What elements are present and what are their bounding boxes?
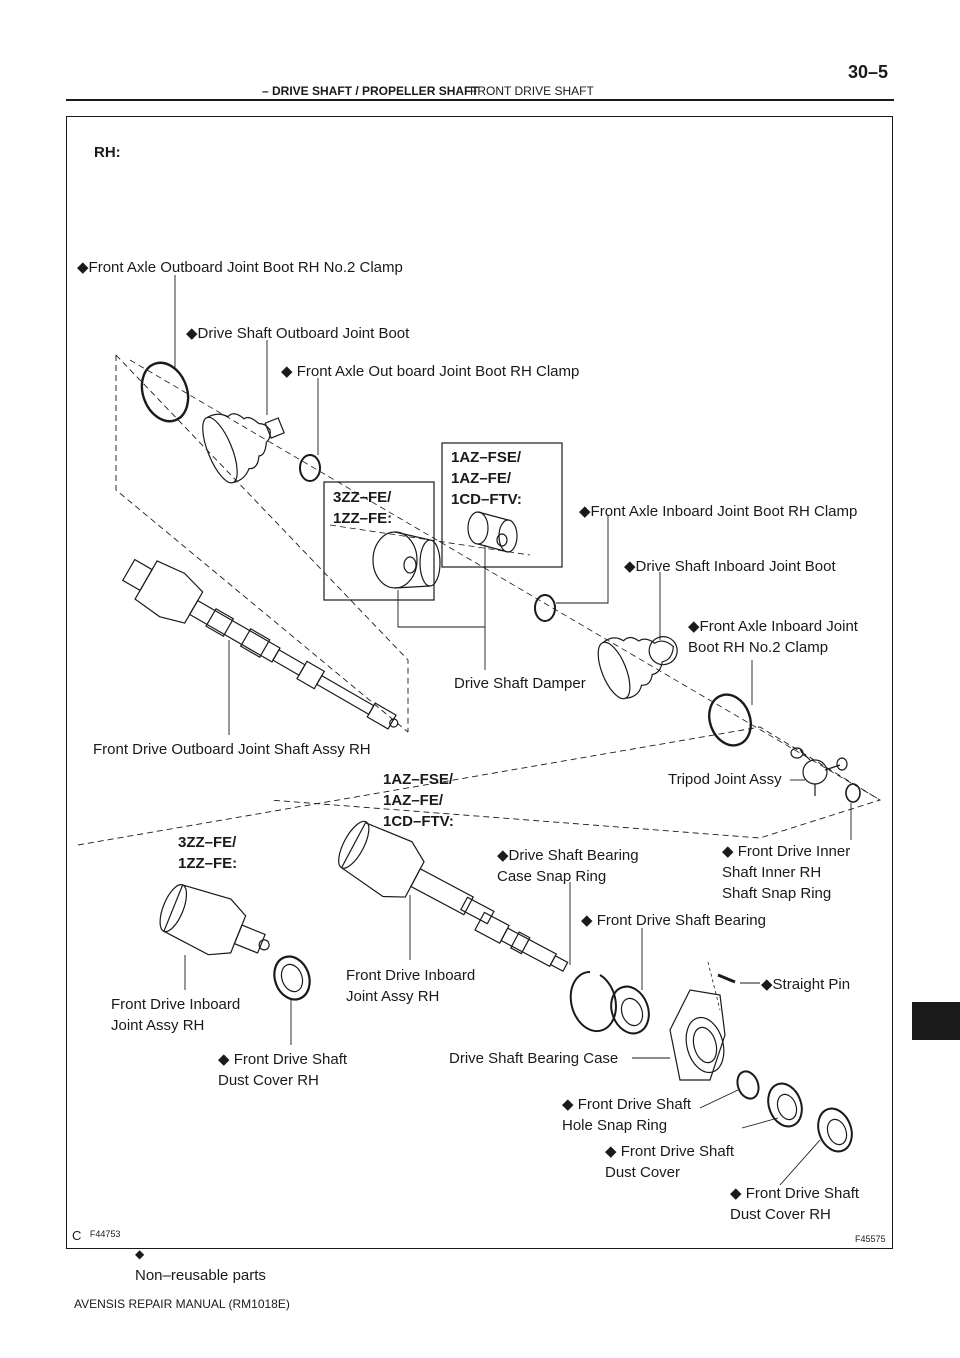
section-tab (912, 1002, 960, 1040)
label-bearing-case: Drive Shaft Bearing Case (449, 1050, 619, 1067)
label-outboard-boot-clamp: ◆ Front Axle Out board Joint Boot RH Cla… (281, 363, 580, 380)
label-inboard-boot-no2-clamp: ◆Front Axle Inboard Joint Boot RH No.2 C… (688, 618, 858, 656)
header-rule (66, 99, 894, 101)
label-inboard-boot-clamp: ◆Front Axle Inboard Joint Boot RH Clamp (579, 503, 858, 520)
diagram-frame (66, 116, 893, 1249)
label-inboard-joint-a: Front Drive Inboard Joint Assy RH (111, 996, 241, 1034)
figure-code-left: C F44753 (72, 1228, 120, 1243)
footer-text: AVENSIS REPAIR MANUAL (RM1018E) (74, 1297, 290, 1311)
label-bearing: ◆ Front Drive Shaft Bearing (581, 912, 766, 929)
label-bearing-case-snap-ring: ◆Drive Shaft Bearing Case Snap Ring (497, 847, 639, 885)
engine-group-c-label: 3ZZ–FE/ 1ZZ–FE: (178, 834, 238, 872)
label-dust-cover-rh-left: ◆ Front Drive Shaft Dust Cover RH (218, 1051, 348, 1089)
legend: ◆ Non–reusable parts (135, 1222, 266, 1286)
label-dust-cover-rh-right: ◆ Front Drive Shaft Dust Cover RH (730, 1185, 860, 1223)
header-section: – DRIVE SHAFT / PROPELLER SHAFT (262, 84, 479, 98)
label-inboard-joint-b: Front Drive Inboard Joint Assy RH (346, 967, 476, 1005)
figure-code-prefix: C (72, 1228, 82, 1243)
engine-group-b-label: 1AZ–FSE/ 1AZ–FE/ 1CD–FTV: (451, 449, 522, 508)
figure-code-right: F45575 (855, 1234, 886, 1244)
figure-code-left-id: F44753 (89, 1229, 121, 1239)
label-inner-snap-ring: ◆ Front Drive Inner Shaft Inner RH Shaft… (722, 843, 851, 902)
diagram-heading: RH: (94, 144, 121, 161)
label-tripod: Tripod Joint Assy (668, 771, 782, 788)
page-number: 30–5 (848, 62, 889, 82)
label-inboard-boot: ◆Drive Shaft Inboard Joint Boot (624, 558, 836, 575)
header-subsection: FRONT DRIVE SHAFT (470, 84, 594, 98)
label-outboard-shaft-assy: Front Drive Outboard Joint Shaft Assy RH (93, 741, 371, 758)
legend-symbol: ◆ (135, 1247, 145, 1261)
label-outboard-boot-no2-clamp: ◆Front Axle Outboard Joint Boot RH No.2 … (77, 259, 403, 276)
legend-text: Non–reusable parts (135, 1267, 266, 1284)
label-damper: Drive Shaft Damper (454, 675, 586, 692)
engine-group-a-label: 3ZZ–FE/ 1ZZ–FE: (333, 489, 393, 527)
label-straight-pin: ◆Straight Pin (761, 976, 851, 993)
engine-group-d-label: 1AZ–FSE/ 1AZ–FE/ 1CD–FTV: (383, 771, 454, 830)
label-dust-cover: ◆ Front Drive Shaft Dust Cover (605, 1143, 735, 1181)
label-hole-snap-ring: ◆ Front Drive Shaft Hole Snap Ring (562, 1096, 692, 1134)
label-outboard-boot: ◆Drive Shaft Outboard Joint Boot (186, 325, 410, 342)
